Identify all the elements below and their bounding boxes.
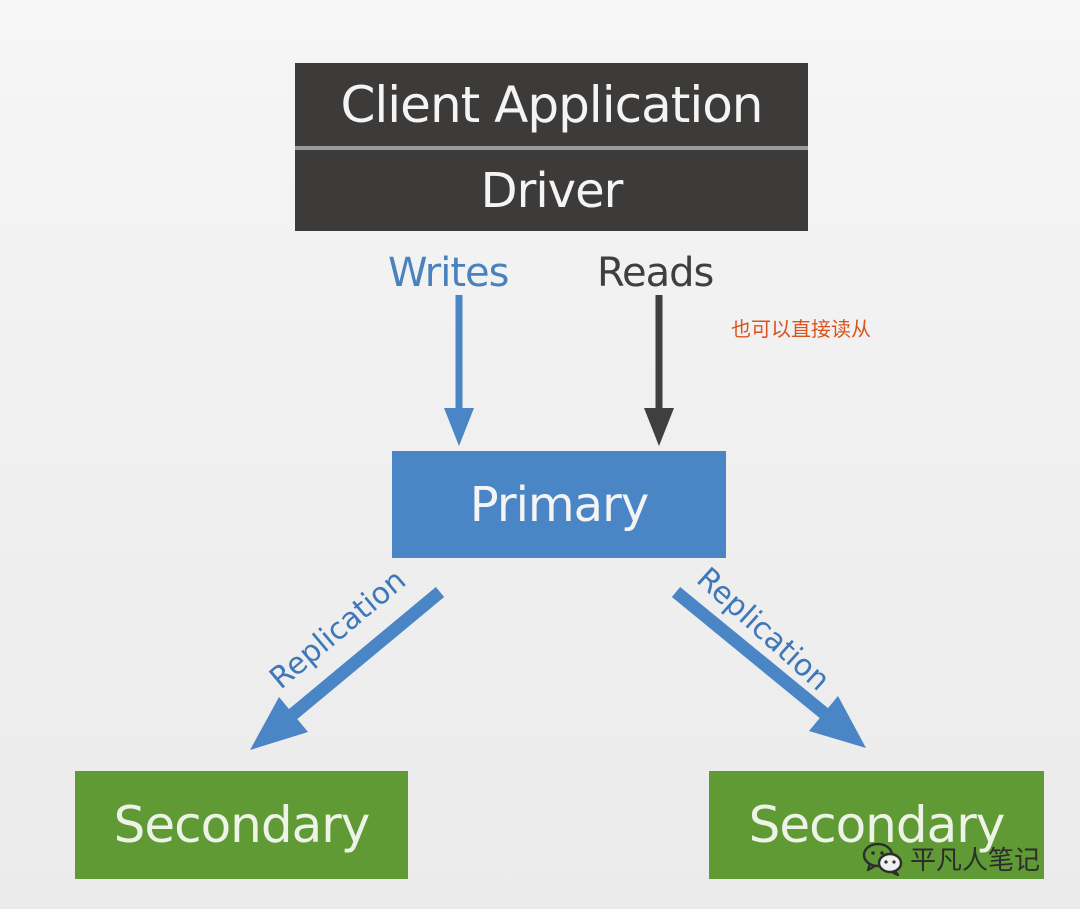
watermark-text: 平凡人笔记 xyxy=(910,846,1041,876)
driver-label: Driver xyxy=(480,162,624,219)
writes-arrow xyxy=(444,295,474,446)
secondary-right-box: Secondary xyxy=(709,771,1044,879)
watermark: 平凡人笔记 xyxy=(862,840,1040,877)
secondary-left-box: Secondary xyxy=(75,771,408,879)
secondary-left-label: Secondary xyxy=(113,796,371,854)
replication-left-arrow xyxy=(250,587,445,750)
client-driver-divider xyxy=(295,146,808,150)
reads-arrow xyxy=(644,295,674,446)
replication-right-arrow xyxy=(671,586,866,748)
client-application-box: Client Application xyxy=(295,63,808,147)
primary-label: Primary xyxy=(469,476,649,533)
read-from-secondary-annotation: 也可以直接读从 xyxy=(731,317,871,341)
writes-label: Writes xyxy=(388,250,509,296)
reads-label: Reads xyxy=(597,250,714,296)
client-application-label: Client Application xyxy=(340,76,763,134)
driver-box: Driver xyxy=(295,150,808,231)
wechat-icon xyxy=(862,842,903,876)
primary-box: Primary xyxy=(392,451,726,558)
